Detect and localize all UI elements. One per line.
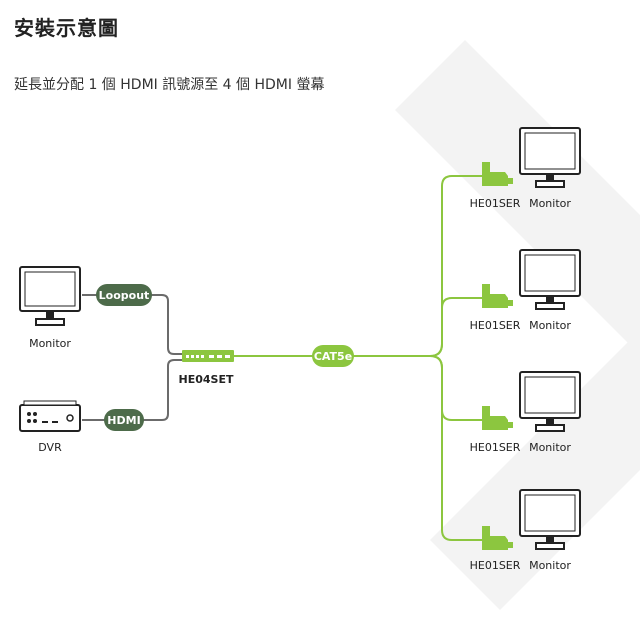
receiver-icon bbox=[482, 162, 508, 186]
transmitter-icon bbox=[182, 350, 234, 362]
monitor-label: Monitor bbox=[529, 559, 571, 572]
transmitter-label: HE04SET bbox=[179, 373, 234, 386]
monitor-label: Monitor bbox=[529, 441, 571, 454]
page-subtitle: 延長並分配 1 個 HDMI 訊號源至 4 個 HDMI 螢幕 bbox=[14, 77, 325, 93]
receiver-icon bbox=[482, 406, 508, 430]
receiver-group-1: HE01SER Monitor bbox=[470, 127, 581, 210]
receiver-label: HE01SER bbox=[470, 441, 521, 454]
hdmi-label: HDMI bbox=[107, 414, 140, 427]
cat5e-cable-pill: CAT5e bbox=[312, 345, 354, 367]
monitor-icon bbox=[519, 249, 581, 310]
loopout-label: Loopout bbox=[99, 289, 150, 302]
page-title: 安裝示意圖 bbox=[14, 16, 119, 40]
monitor-icon bbox=[519, 127, 581, 188]
receiver-group-2: HE01SER Monitor bbox=[470, 249, 581, 332]
monitor-icon bbox=[519, 371, 581, 432]
monitor-label: Monitor bbox=[529, 197, 571, 210]
receiver-icon bbox=[482, 526, 508, 550]
monitor-icon bbox=[519, 489, 581, 550]
monitor-label: Monitor bbox=[529, 319, 571, 332]
receiver-group-4: HE01SER Monitor bbox=[470, 489, 581, 572]
source-monitor-label: Monitor bbox=[29, 337, 71, 350]
hdmi-cable-pill: HDMI bbox=[104, 409, 144, 431]
receiver-label: HE01SER bbox=[470, 197, 521, 210]
dvr-label: DVR bbox=[38, 441, 62, 454]
loopout-cable-pill: Loopout bbox=[96, 284, 152, 306]
source-wiring bbox=[82, 294, 182, 421]
receiver-group-3: HE01SER Monitor bbox=[470, 371, 581, 454]
receiver-label: HE01SER bbox=[470, 319, 521, 332]
dvr-icon bbox=[19, 400, 81, 432]
receiver-label: HE01SER bbox=[470, 559, 521, 572]
source-monitor-icon bbox=[19, 266, 81, 326]
receiver-icon bbox=[482, 284, 508, 308]
cat5e-wiring bbox=[234, 175, 482, 541]
cat5e-label: CAT5e bbox=[314, 350, 352, 363]
